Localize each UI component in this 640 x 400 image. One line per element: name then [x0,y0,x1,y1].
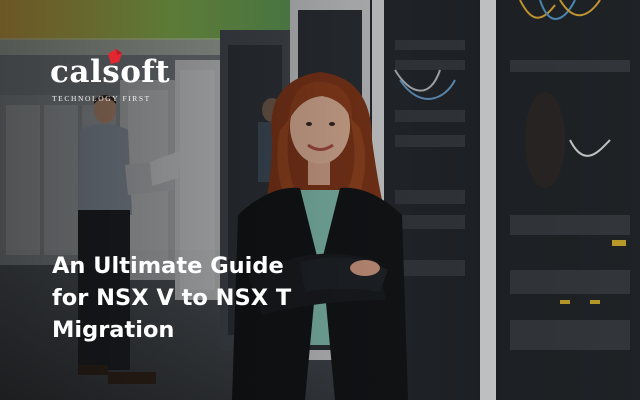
headline-line-2: for NSX V to NSX T [52,285,292,311]
calsoft-logo: calsoft TECHNOLOGY FIRST [50,48,170,108]
headline: An Ultimate Guide for NSX V to NSX T Mig… [52,250,352,346]
headline-line-1: An Ultimate Guide [52,253,284,279]
brand-tagline: TECHNOLOGY FIRST [52,94,151,103]
logo-mark-icon [108,49,122,64]
brand-name: calsoft [50,54,171,90]
headline-line-3: Migration [52,317,175,343]
